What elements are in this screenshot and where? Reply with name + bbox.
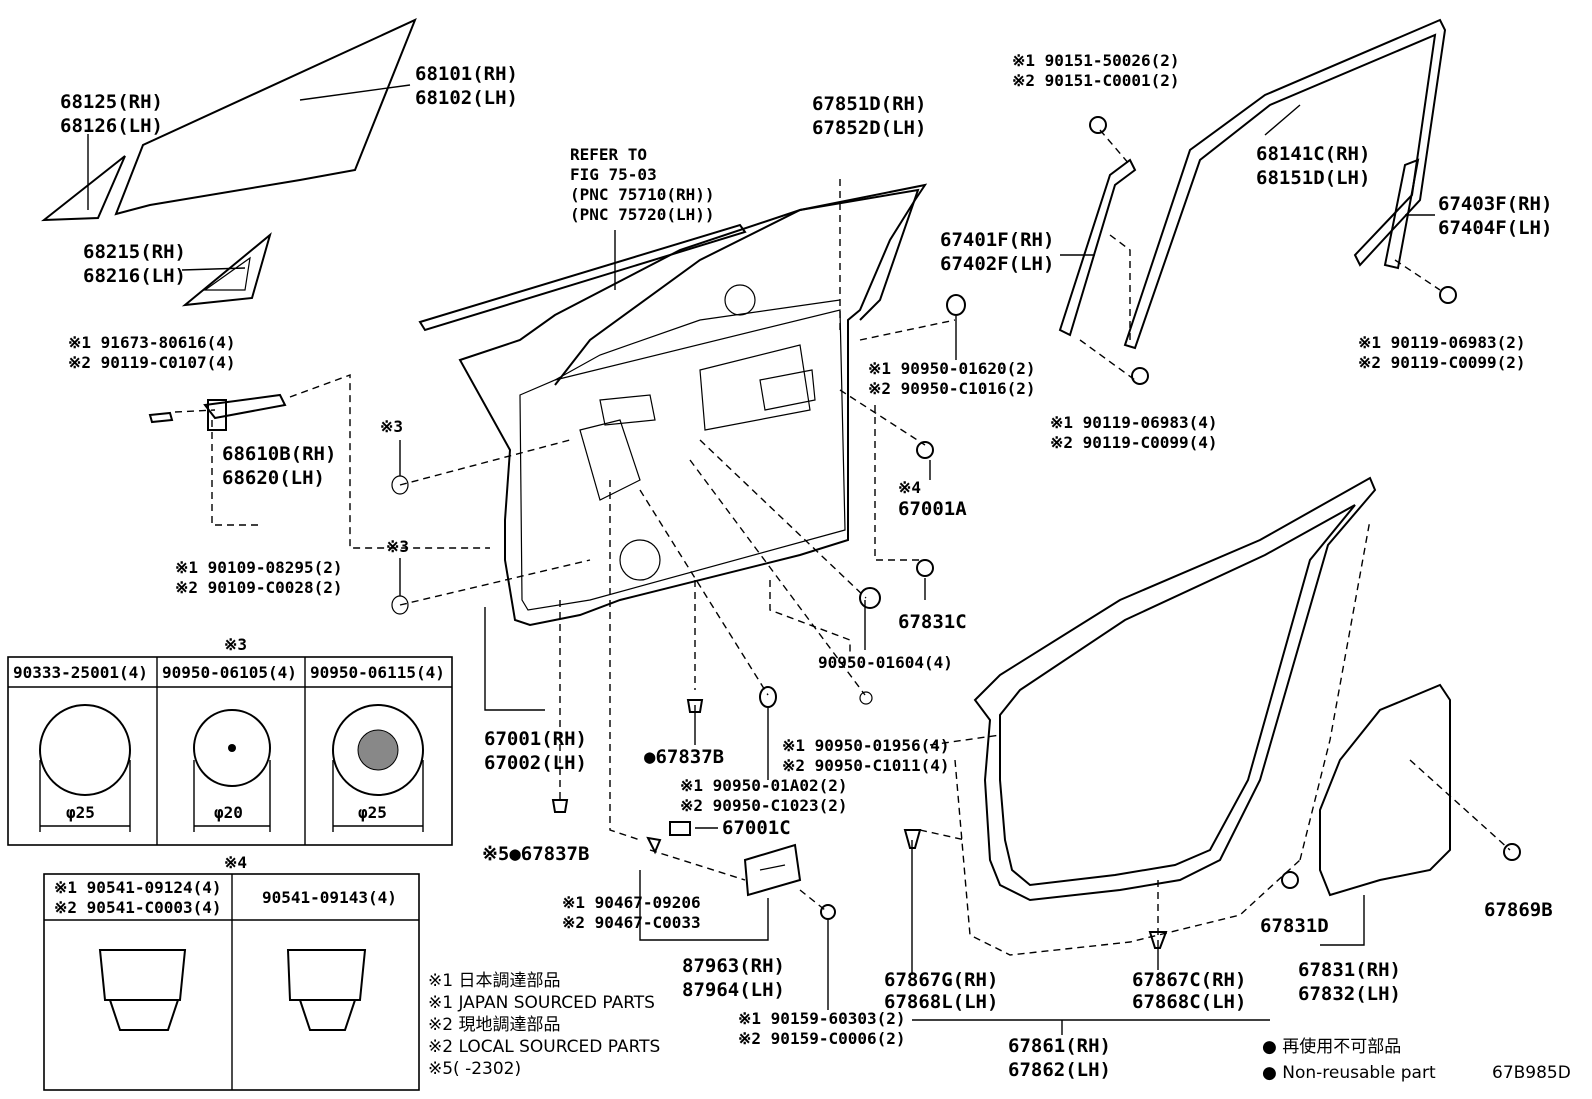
label-90950-01604: 90950-01604(4) [818, 653, 953, 672]
label-67867g: 67867G(RH) [884, 969, 998, 991]
label-68215: 68215(RH) [83, 241, 186, 263]
door-glass [114, 18, 417, 216]
label-67862: 67862(LH) [1008, 1059, 1111, 1081]
label-note3-a: ※3 [380, 417, 403, 436]
note-japan-jp: ※1 日本調達部品 [428, 971, 560, 991]
label-67832: 67832(LH) [1298, 983, 1401, 1005]
label-90950-c1023: ※2 90950-C1023(2) [680, 796, 848, 815]
label-90950-c1016: ※2 90950-C1016(2) [868, 379, 1036, 398]
note-local-jp: ※2 現地調達部品 [428, 1015, 560, 1035]
belt-moulding [418, 223, 747, 332]
refer-line-4: (PNC 75720(LH)) [570, 205, 715, 224]
label-68125: 68125(RH) [60, 91, 163, 113]
lock-bracket [743, 843, 802, 897]
label-68610b: 68610B(RH) [222, 443, 336, 465]
quarter-glass [40, 155, 126, 222]
refer-line-1: REFER TO [570, 145, 647, 164]
label-90159-c0006: ※2 90159-C0006(2) [738, 1029, 906, 1048]
label-67001a: 67001A [898, 498, 967, 520]
label-87963: 87963(RH) [682, 955, 785, 977]
table4-col2: 90541-09143(4) [262, 888, 397, 907]
door-check [148, 393, 287, 431]
label-68101: 68101(RH) [415, 63, 518, 85]
legend-en: ● Non-reusable part [1262, 1063, 1436, 1083]
label-90950-01956: ※1 90950-01956(4) [782, 736, 950, 755]
label-67831d: 67831D [1260, 915, 1329, 937]
weatherstrip [973, 476, 1377, 902]
label-68620: 68620(LH) [222, 467, 325, 489]
table4-col1-line1: ※1 90541-09124(4) [54, 878, 222, 897]
label-67401f: 67401F(RH) [940, 229, 1054, 251]
label-68216: 68216(LH) [83, 265, 186, 287]
label-90467-09206: ※1 90467-09206 [562, 893, 701, 912]
table3-dim-1: φ25 [66, 803, 95, 822]
note-japan-en: ※1 JAPAN SOURCED PARTS [428, 993, 655, 1013]
table3-title: ※3 [224, 635, 247, 654]
label-90119-c0099-2: ※2 90119-C0099(2) [1358, 353, 1526, 372]
label-67404f: 67404F(LH) [1438, 217, 1552, 239]
note-local-en: ※2 LOCAL SOURCED PARTS [428, 1037, 660, 1057]
label-67002: 67002(LH) [484, 752, 587, 774]
legend-jp: ● 再使用不可部品 [1262, 1036, 1401, 1057]
refer-line-2: FIG 75-03 [570, 165, 657, 184]
label-67001c: 67001C [722, 817, 791, 839]
label-67851d: 67851D(RH) [812, 93, 926, 115]
label-67869b: 67869B [1484, 899, 1553, 921]
label-68126: 68126(LH) [60, 115, 163, 137]
label-68151d: 68151D(LH) [1256, 167, 1370, 189]
label-68102: 68102(LH) [415, 87, 518, 109]
table3-dim-2: φ20 [214, 803, 243, 822]
diagram-code: 67B985D [1492, 1063, 1571, 1083]
table3-dim-3: φ25 [358, 803, 387, 822]
label-67868c: 67868C(LH) [1132, 991, 1246, 1013]
label-90119-06983-2: ※1 90119-06983(2) [1358, 333, 1526, 352]
label-90119-c0099-4: ※2 90119-C0099(4) [1050, 433, 1218, 452]
label-67831: 67831(RH) [1298, 959, 1401, 981]
label-67402f: 67402F(LH) [940, 253, 1054, 275]
table3-header-1: 90333-25001(4) [13, 663, 148, 682]
table4-col1-line2: ※2 90541-C0003(4) [54, 898, 222, 917]
table4-title: ※4 [224, 853, 247, 872]
table3-header-3: 90950-06115(4) [310, 663, 445, 682]
table-4 [43, 873, 420, 1091]
label-67861: 67861(RH) [1008, 1035, 1111, 1057]
label-90950-c1011: ※2 90950-C1011(4) [782, 756, 950, 775]
label-90467-c0033: ※2 90467-C0033 [562, 913, 701, 932]
label-90119-06983-4: ※1 90119-06983(4) [1050, 413, 1218, 432]
label-68141c: 68141C(RH) [1256, 143, 1370, 165]
label-67837b: ●67837B [644, 746, 724, 768]
label-note5-67837b: ※5●67837B [482, 843, 589, 865]
label-91673: ※1 91673-80616(4) [68, 333, 236, 352]
label-90159-60303: ※1 90159-60303(2) [738, 1009, 906, 1028]
label-87964: 87964(LH) [682, 979, 785, 1001]
label-67867c: 67867C(RH) [1132, 969, 1246, 991]
label-note3-b: ※3 [386, 537, 409, 556]
label-67001: 67001(RH) [484, 728, 587, 750]
label-90109-c0028: ※2 90109-C0028(2) [175, 578, 343, 597]
label-67868l: 67868L(LH) [884, 991, 998, 1013]
label-90119-c0107: ※2 90119-C0107(4) [68, 353, 236, 372]
door-panel [458, 183, 928, 627]
label-note4: ※4 [898, 478, 921, 497]
label-67403f: 67403F(RH) [1438, 193, 1552, 215]
refer-line-3: (PNC 75710(RH)) [570, 185, 715, 204]
label-90151-c0001: ※2 90151-C0001(2) [1012, 71, 1180, 90]
note-5: ※5( -2302) [428, 1059, 521, 1079]
table-3 [7, 656, 453, 846]
label-90151-50026: ※1 90151-50026(2) [1012, 51, 1180, 70]
label-67831c: 67831C [898, 611, 967, 633]
label-90950-01a02: ※1 90950-01A02(2) [680, 776, 848, 795]
label-67852d: 67852D(LH) [812, 117, 926, 139]
label-90109-08295: ※1 90109-08295(2) [175, 558, 343, 577]
table3-header-2: 90950-06105(4) [162, 663, 297, 682]
corner-piece [181, 232, 272, 307]
service-cover [1319, 683, 1451, 897]
label-90950-01620: ※1 90950-01620(2) [868, 359, 1036, 378]
